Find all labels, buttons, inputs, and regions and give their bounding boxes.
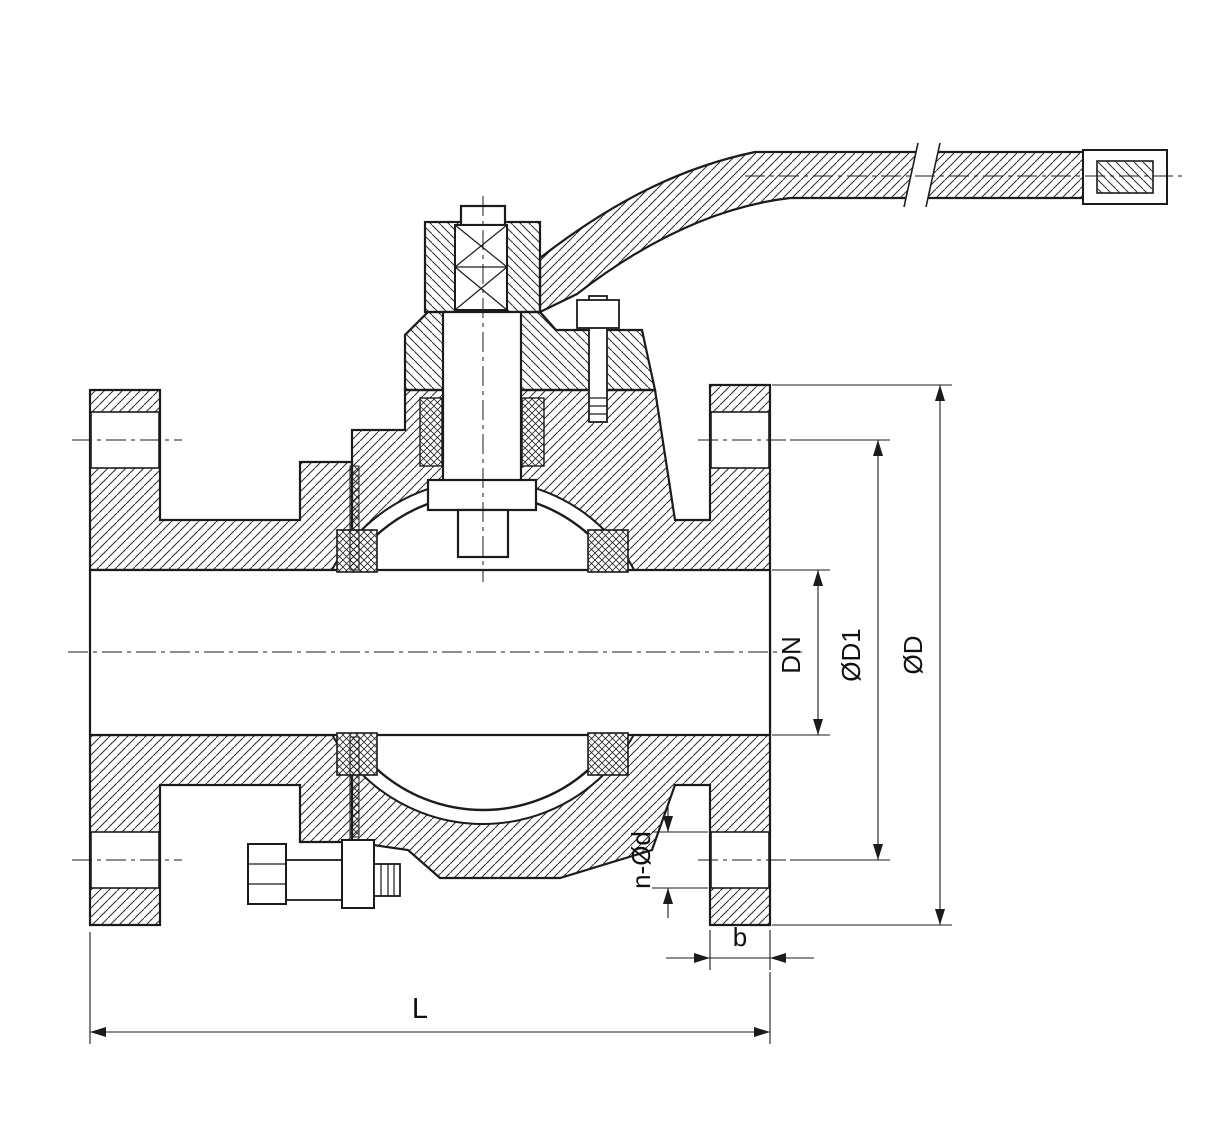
dim-label-od1: ØD1 (836, 628, 866, 681)
seat-bottom-right (587, 732, 629, 776)
bolt-nut (341, 839, 375, 909)
dim-bolt-circle: ØD1 (790, 439, 890, 861)
gland-bolt-nut (576, 299, 620, 329)
bolt-shank (285, 859, 343, 901)
stem-packing (419, 397, 545, 467)
handle-lever (538, 142, 1168, 314)
body-joint-bolt (247, 839, 401, 909)
dim-label-dn: DN (776, 636, 806, 674)
dim-flange-od: ØD (772, 384, 952, 926)
bolt-head (247, 843, 287, 905)
dim-length: L (89, 932, 771, 1044)
dim-label-b: b (733, 922, 747, 952)
dim-flange-thickness: b (666, 922, 814, 970)
dim-label-l: L (412, 993, 428, 1025)
handle-break-symbol (903, 142, 941, 208)
gland-bolt (576, 295, 620, 423)
body-joint-gasket (349, 465, 360, 838)
handle-grip (1082, 149, 1168, 205)
stem-head (454, 224, 508, 311)
flow-bore (88, 568, 772, 737)
dim-label-nd: n-Ød (626, 831, 656, 889)
dim-bore: DN (772, 569, 830, 736)
dim-label-od: ØD (898, 636, 928, 675)
stem-collar (426, 478, 538, 512)
bolt-thread-end (373, 863, 401, 897)
dim-bolt-holes: n-Ød (626, 802, 708, 918)
centerlines (68, 175, 1184, 861)
seat-top-right (587, 529, 629, 573)
